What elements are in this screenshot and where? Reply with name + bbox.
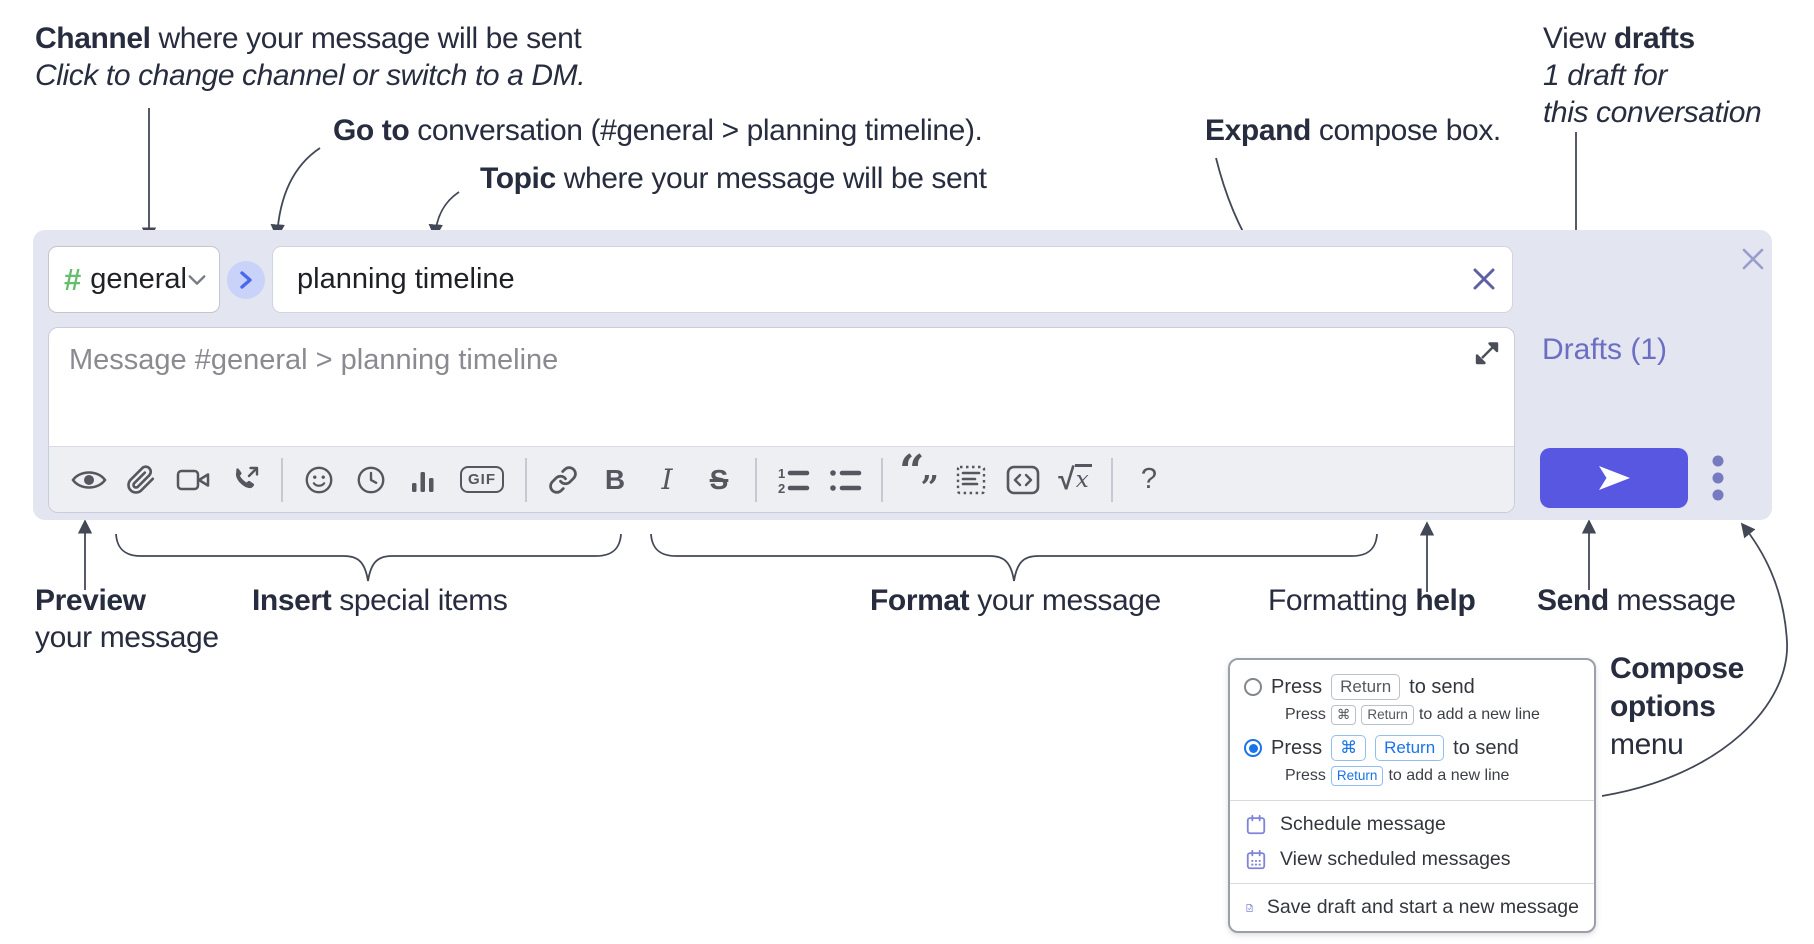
menu-item-schedule-message[interactable]: Schedule message: [1230, 807, 1594, 842]
message-input[interactable]: [49, 328, 1514, 445]
kbd-return: Return: [1375, 735, 1445, 761]
annotation-preview: Preview your message: [35, 584, 219, 654]
quote-icon[interactable]: “”: [899, 446, 939, 506]
strikethrough-icon[interactable]: S: [709, 463, 729, 495]
topic-clear-icon[interactable]: [1470, 265, 1498, 298]
annotation-compose-options: Compose options menu: [1610, 652, 1744, 761]
annotation-formatting-help: Formatting help: [1268, 584, 1476, 617]
draft-file-icon: [1246, 903, 1253, 912]
kbd-return: Return: [1361, 705, 1414, 725]
compose-options-icon[interactable]: [1712, 455, 1724, 506]
menu-item-save-draft[interactable]: Save draft and start a new message: [1230, 890, 1594, 925]
gif-icon[interactable]: GIF: [449, 457, 515, 503]
toolbar-divider: [881, 457, 883, 502]
compose-box: # general: [33, 230, 1772, 520]
close-compose-icon[interactable]: [1737, 243, 1769, 280]
time-icon[interactable]: [345, 457, 397, 503]
kbd-cmd: ⌘: [1330, 705, 1357, 725]
expand-compose-icon[interactable]: [1474, 340, 1500, 371]
annotation-send: Send message: [1537, 584, 1736, 617]
compose-options-menu: Press Return to send Press ⌘ Return to a…: [1228, 658, 1596, 933]
link-icon[interactable]: [537, 457, 589, 503]
toolbar-divider: [755, 457, 757, 502]
poll-icon[interactable]: [397, 457, 449, 503]
emoji-icon[interactable]: [293, 457, 345, 503]
chevron-down-icon: [188, 274, 206, 285]
menu-item-view-scheduled[interactable]: View scheduled messages: [1230, 842, 1594, 877]
insert-brace: [115, 533, 622, 582]
italic-icon[interactable]: I: [661, 463, 673, 496]
channel-hash-icon: #: [64, 261, 82, 297]
toolbar-divider: [281, 457, 283, 502]
annotation-view-drafts: View drafts 1 draft for this conversatio…: [1543, 22, 1762, 129]
menu-option-enter-sends[interactable]: Press Return to send Press ⌘ Return to a…: [1230, 669, 1594, 730]
annotation-format: Format your message: [870, 584, 1161, 617]
annotation-goto: Go to conversation (#general > planning …: [333, 114, 983, 147]
goto-arrow: [270, 147, 321, 239]
annotation-expand: Expand compose box.: [1205, 114, 1501, 147]
format-brace: [650, 533, 1378, 582]
topic-input[interactable]: [272, 246, 1513, 313]
spoiler-icon[interactable]: [945, 457, 997, 503]
bulleted-list-icon[interactable]: [819, 457, 871, 503]
svg-text:1: 1: [778, 466, 785, 481]
kbd-cmd: ⌘: [1331, 735, 1367, 761]
channel-name: general: [90, 263, 187, 295]
attach-file-icon[interactable]: [115, 457, 167, 503]
go-to-conversation-button[interactable]: [227, 261, 265, 299]
annotation-channel: Channel where your message will be sent …: [35, 22, 586, 92]
preview-icon[interactable]: [63, 457, 115, 503]
annotation-topic: Topic where your message will be sent: [480, 162, 987, 195]
kbd-return: Return: [1330, 766, 1384, 786]
video-call-icon[interactable]: [167, 457, 219, 503]
send-button[interactable]: [1540, 448, 1688, 508]
chevron-right-icon: [240, 271, 252, 289]
toolbar-divider: [1111, 457, 1113, 502]
message-formatting-help-icon[interactable]: ?: [1140, 463, 1158, 495]
code-icon[interactable]: [997, 457, 1049, 503]
radio-unselected-icon[interactable]: [1244, 678, 1262, 696]
audio-call-icon[interactable]: [219, 457, 271, 503]
menu-option-cmd-enter-sends[interactable]: Press ⌘ Return to send Press Return to a…: [1230, 730, 1594, 791]
radio-selected-icon[interactable]: [1244, 739, 1262, 757]
channel-selector[interactable]: # general: [48, 246, 220, 313]
kbd-return: Return: [1331, 674, 1401, 700]
drafts-link[interactable]: Drafts (1): [1542, 333, 1668, 366]
math-icon[interactable]: √x: [1049, 457, 1101, 503]
annotation-insert: Insert special items: [252, 584, 508, 617]
toolbar-divider: [525, 457, 527, 502]
message-area: GIF B I S 12 “”: [48, 327, 1515, 513]
send-icon: [1599, 466, 1630, 490]
bold-icon[interactable]: B: [604, 463, 626, 495]
calendar-icon: [1246, 814, 1266, 834]
svg-text:2: 2: [778, 481, 785, 494]
calendar-grid-icon: [1246, 849, 1266, 869]
